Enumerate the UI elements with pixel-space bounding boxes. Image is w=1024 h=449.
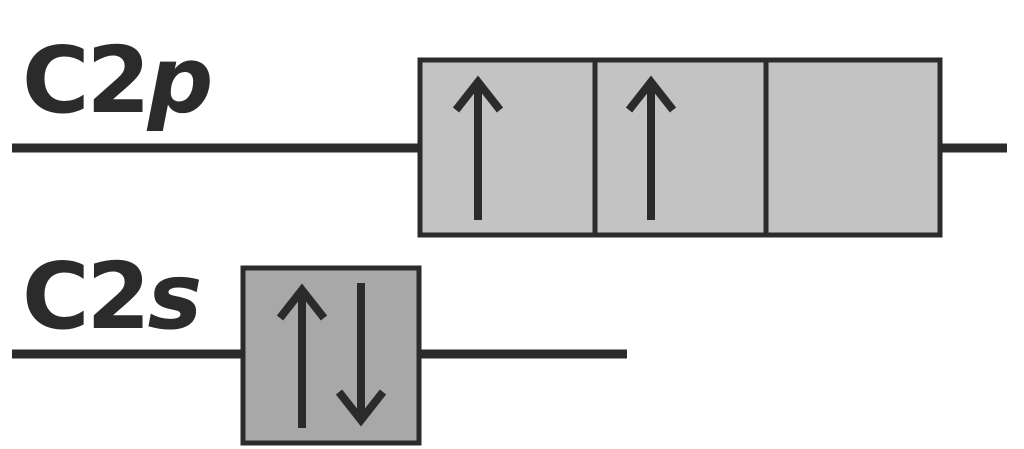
c2p-orbital-2-electrons: [625, 75, 677, 220]
c2s-orbital-1-electrons: [276, 283, 387, 428]
spin-up-arrow-icon: [625, 75, 677, 220]
c2p-level: C2p: [12, 27, 1007, 238]
c2s-label: C2s: [22, 243, 200, 350]
c2p-orbital-1-electrons: [452, 75, 504, 220]
c2s-label-main: C2: [22, 243, 148, 350]
spin-up-arrow-icon: [276, 283, 328, 428]
spin-down-arrow-icon: [335, 283, 387, 427]
c2p-label: C2p: [22, 27, 211, 134]
c2p-orbital-box-2: [592, 57, 769, 238]
spin-up-arrow-icon: [452, 75, 504, 220]
c2s-label-sub: s: [148, 243, 200, 350]
c2p-orbital-box-1: [417, 57, 598, 238]
c2p-orbital-box-3: [763, 57, 943, 238]
c2s-orbital-box-1: [240, 265, 422, 446]
c2p-label-sub: p: [147, 27, 211, 134]
c2s-level: C2s: [12, 243, 627, 446]
c2p-label-main: C2: [22, 27, 148, 134]
